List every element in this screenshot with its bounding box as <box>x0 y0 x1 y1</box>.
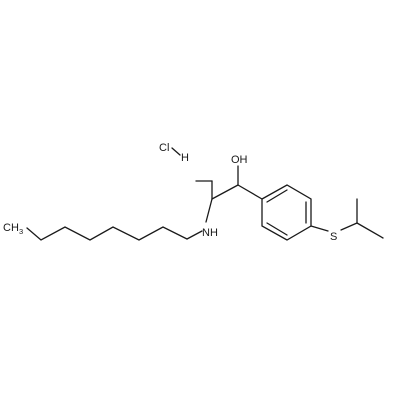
hcl-bond <box>171 147 181 156</box>
chlorine-label: Cl <box>159 142 169 154</box>
s-ch-bond <box>340 222 358 231</box>
methyl-subscript: 3 <box>19 227 23 236</box>
methyl-h-label: H <box>11 222 19 234</box>
c1-c2-bond <box>211 184 239 200</box>
hydroxyl-label: OH <box>231 154 248 166</box>
ring-s-bond <box>310 225 329 232</box>
c1-ring-bond <box>237 184 263 200</box>
octyl-chain <box>26 226 188 241</box>
n-octyl-bond <box>186 230 203 240</box>
hydrogen-label: H <box>181 152 189 164</box>
benzene-ring <box>261 184 312 241</box>
methyl-c-label: C <box>3 222 11 234</box>
sulfur-label: S <box>330 231 337 243</box>
ring-double-bond-3 <box>266 222 288 236</box>
c2-n-bond <box>205 198 213 223</box>
ring-double-bond-1 <box>266 189 288 203</box>
amine-label: NH <box>202 227 218 239</box>
isopropyl-methyl-right <box>356 222 384 239</box>
